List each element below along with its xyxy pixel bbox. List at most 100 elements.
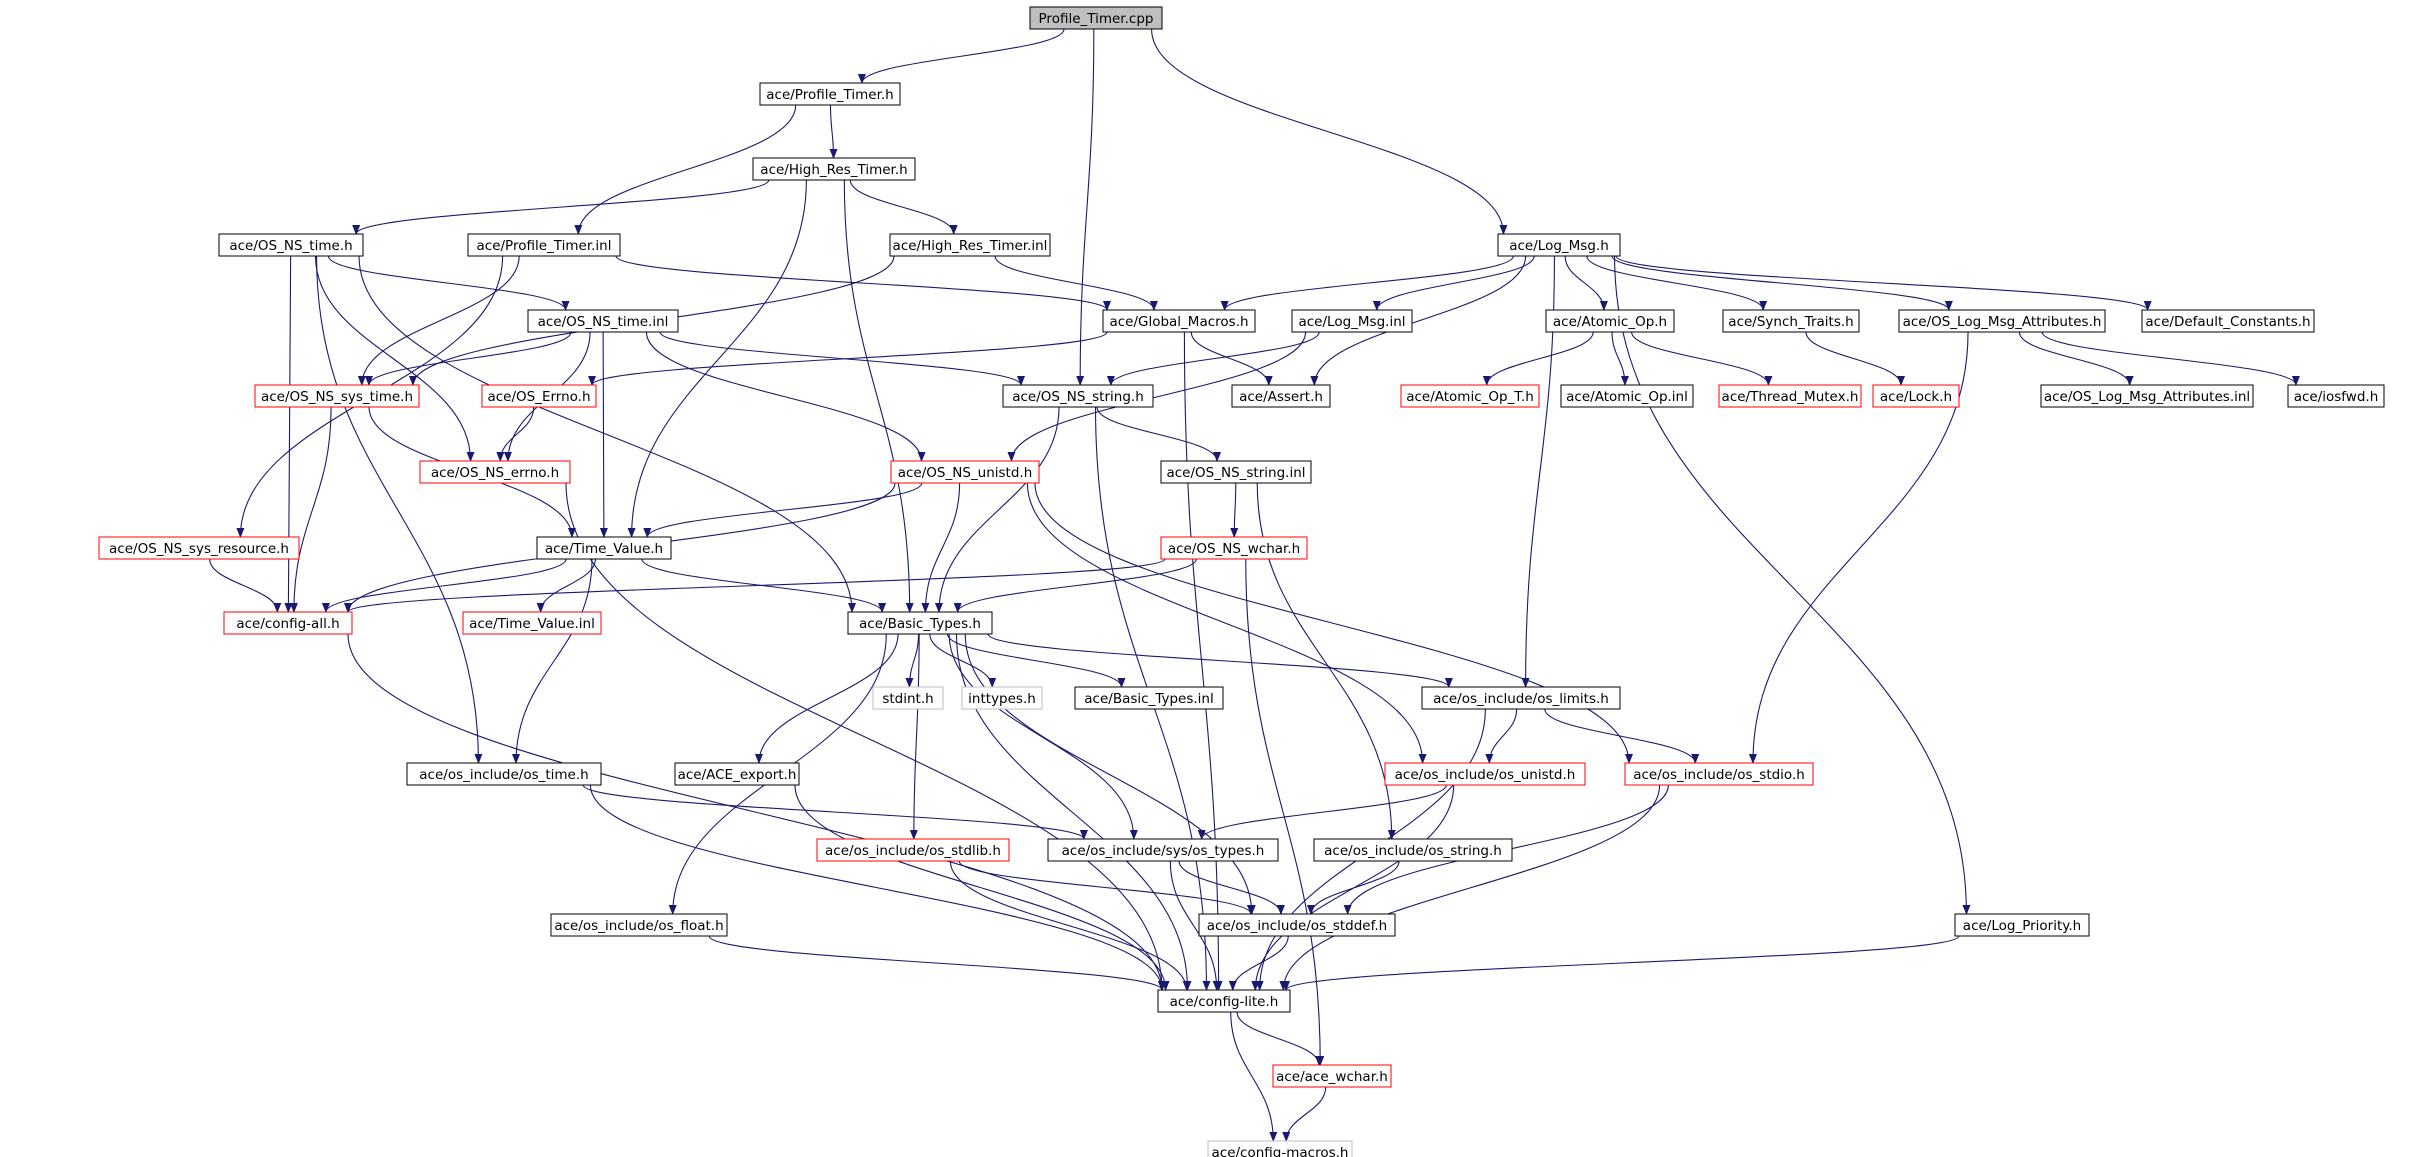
node-label: ace/OS_NS_wchar.h (1168, 541, 1300, 557)
node-label: ace/config-lite.h (1170, 994, 1279, 1010)
edge-time_value_h-to-config_all_h (322, 558, 567, 613)
node-label: ace/Default_Constants.h (2145, 314, 2310, 330)
node-box (98, 536, 300, 560)
edge-sys_os_types_h-to-os_stddef_h (1178, 860, 1285, 915)
node-os-string-h[interactable]: ace/os_include/os_string.h (1313, 838, 1513, 862)
node-label: ace/OS_NS_time.inl (538, 314, 669, 330)
node-box (1047, 838, 1279, 862)
node-ace-wchar-h[interactable]: ace/ace_wchar.h (1272, 1064, 1392, 1088)
edge-os_stdlib_h-to-os_stddef_h (958, 860, 1255, 915)
node-box (2141, 309, 2315, 333)
node-os-ns-sys-time-h[interactable]: ace/OS_NS_sys_time.h (254, 384, 420, 408)
node-label: ace/Thread_Mutex.h (1722, 389, 1859, 405)
node-atomic-op-inl[interactable]: ace/Atomic_Op.inl (1560, 384, 1694, 408)
node-label: Profile_Timer.cpp (1039, 11, 1154, 27)
node-time-value-h[interactable]: ace/Time_Value.h (536, 536, 672, 560)
edge-os_ns_wchar_h-to-basic_types_h (953, 558, 1197, 613)
node-default-constants-h[interactable]: ace/Default_Constants.h (2141, 309, 2315, 333)
edge-log_msg_inl-to-os_ns_string_h (1106, 331, 1320, 386)
node-log-msg-inl[interactable]: ace/Log_Msg.inl (1291, 309, 1413, 333)
node-os-time-h[interactable]: ace/os_include/os_time.h (406, 762, 602, 786)
node-profile-timer-cpp[interactable]: Profile_Timer.cpp (1029, 6, 1163, 30)
node-label: ace/High_Res_Timer.inl (893, 238, 1048, 254)
node-label: ace/Atomic_Op_T.h (1406, 389, 1534, 405)
node-os-unistd-h[interactable]: ace/os_include/os_unistd.h (1384, 762, 1586, 786)
node-label: ace/os_include/os_float.h (554, 918, 723, 934)
node-config-lite-h[interactable]: ace/config-lite.h (1157, 989, 1291, 1013)
node-basic-types-h[interactable]: ace/Basic_Types.h (847, 611, 993, 635)
node-box (759, 82, 901, 106)
node-global-macros-h[interactable]: ace/Global_Macros.h (1102, 309, 1256, 333)
node-box (1160, 460, 1312, 484)
node-label: ace/os_include/os_stdlib.h (825, 843, 1001, 859)
node-os-ns-sys-resource-h[interactable]: ace/OS_NS_sys_resource.h (98, 536, 300, 560)
edge-os_ns_sys_resource_h-to-config_all_h (209, 558, 282, 613)
node-atomic-op-t-h[interactable]: ace/Atomic_Op_T.h (1400, 384, 1540, 408)
edge-global_macros_h-to-assert_h (1190, 331, 1273, 386)
node-os-ns-time-h[interactable]: ace/OS_NS_time.h (218, 233, 364, 257)
node-log-priority-h[interactable]: ace/Log_Priority.h (1954, 913, 2090, 937)
node-os-stdio-h[interactable]: ace/os_include/os_stdio.h (1624, 762, 1814, 786)
node-box (1954, 913, 2090, 937)
edge-os_ns_time_h-to-os_ns_errno_h (314, 255, 475, 462)
node-box (1400, 384, 1540, 408)
node-label: ace/Lock.h (1880, 389, 1952, 405)
edge-os_time_h-to-sys_os_types_h (582, 784, 1088, 840)
node-os-ns-unistd-h[interactable]: ace/OS_NS_unistd.h (890, 460, 1040, 484)
node-box (1291, 309, 1413, 333)
node-os-ns-string-inl[interactable]: ace/OS_NS_string.inl (1160, 460, 1312, 484)
node-os-errno-h[interactable]: ace/OS_Errno.h (481, 384, 597, 408)
node-high-res-timer-inl[interactable]: ace/High_Res_Timer.inl (889, 233, 1051, 257)
node-assert-h[interactable]: ace/Assert.h (1231, 384, 1331, 408)
node-box (1545, 309, 1675, 333)
node-config-all-h[interactable]: ace/config-all.h (223, 611, 353, 635)
edges-layer (209, 28, 2300, 1142)
node-ace-export-h[interactable]: ace/ACE_export.h (674, 762, 800, 786)
edge-os_string_h-to-os_stddef_h (1306, 860, 1400, 915)
node-os-stdlib-h[interactable]: ace/os_include/os_stdlib.h (816, 838, 1010, 862)
node-os-stddef-h[interactable]: ace/os_include/os_stddef.h (1198, 913, 1396, 937)
node-os-ns-wchar-h[interactable]: ace/OS_NS_wchar.h (1160, 536, 1308, 560)
node-log-msg-h[interactable]: ace/Log_Msg.h (1497, 233, 1621, 257)
edge-os_ns_time_inl-to-os_ns_unistd_h (645, 331, 926, 462)
node-label: ace/Synch_Traits.h (1728, 314, 1853, 330)
node-box (2040, 384, 2254, 408)
node-os-ns-time-inl[interactable]: ace/OS_NS_time.inl (527, 309, 679, 333)
node-os-float-h[interactable]: ace/os_include/os_float.h (550, 913, 728, 937)
node-label: ace/OS_NS_time.h (229, 238, 352, 254)
node-os-ns-errno-h[interactable]: ace/OS_NS_errno.h (419, 460, 571, 484)
node-box (536, 536, 672, 560)
node-time-value-inl[interactable]: ace/Time_Value.inl (462, 611, 602, 635)
edge-global_macros_h-to-os_errno_h (588, 331, 1108, 386)
node-os-ns-string-h[interactable]: ace/OS_NS_string.h (1002, 384, 1154, 408)
node-box (1384, 762, 1586, 786)
edge-basic_types_h-to-ace_export_h (754, 633, 899, 764)
node-label: ace/OS_Errno.h (487, 389, 590, 405)
node-high-res-timer-h[interactable]: ace/High_Res_Timer.h (752, 157, 916, 181)
node-thread-mutex-h[interactable]: ace/Thread_Mutex.h (1718, 384, 1862, 408)
node-sys-os-types-h[interactable]: ace/os_include/sys/os_types.h (1047, 838, 1279, 862)
edge-basic_types_h-to-os_limits_h (987, 633, 1453, 688)
edge-os_ns_string_h-to-basic_types_h (934, 406, 1060, 613)
node-os-log-msg-attributes-h[interactable]: ace/OS_Log_Msg_Attributes.h (1898, 309, 2106, 333)
node-box (1872, 384, 1960, 408)
edge-os_ns_time_h-to-os_ns_time_inl (327, 255, 570, 311)
node-atomic-op-h[interactable]: ace/Atomic_Op.h (1545, 309, 1675, 333)
node-basic-types-inl[interactable]: ace/Basic_Types.inl (1074, 686, 1224, 710)
node-os-log-msg-attributes-inl[interactable]: ace/OS_Log_Msg_Attributes.inl (2040, 384, 2254, 408)
edge-profile_timer_cpp-to-os_ns_string_h (1076, 28, 1095, 386)
node-profile-timer-inl[interactable]: ace/Profile_Timer.inl (467, 233, 621, 257)
node-iosfwd-h[interactable]: ace/iosfwd.h (2287, 384, 2385, 408)
node-profile-timer-h[interactable]: ace/Profile_Timer.h (759, 82, 901, 106)
node-box (419, 460, 571, 484)
node-lock-h[interactable]: ace/Lock.h (1872, 384, 1960, 408)
node-synch-traits-h[interactable]: ace/Synch_Traits.h (1722, 309, 1860, 333)
node-label: ace/OS_Log_Msg_Attributes.inl (2044, 389, 2250, 405)
edge-os_stddef_h-to-config_lite_h (1228, 935, 1289, 991)
edge-os_ns_errno_h-to-config_lite_h (565, 482, 1166, 991)
edge-os_float_h-to-config_lite_h (708, 935, 1166, 991)
edge-os_ns_unistd_h-to-time_value_h (643, 482, 923, 538)
node-os-limits-h[interactable]: ace/os_include/os_limits.h (1421, 686, 1621, 710)
node-label: ace/OS_NS_sys_time.h (261, 389, 413, 405)
edge-log_msg_h-to-os_log_msg_attributes_h (1611, 255, 1953, 311)
